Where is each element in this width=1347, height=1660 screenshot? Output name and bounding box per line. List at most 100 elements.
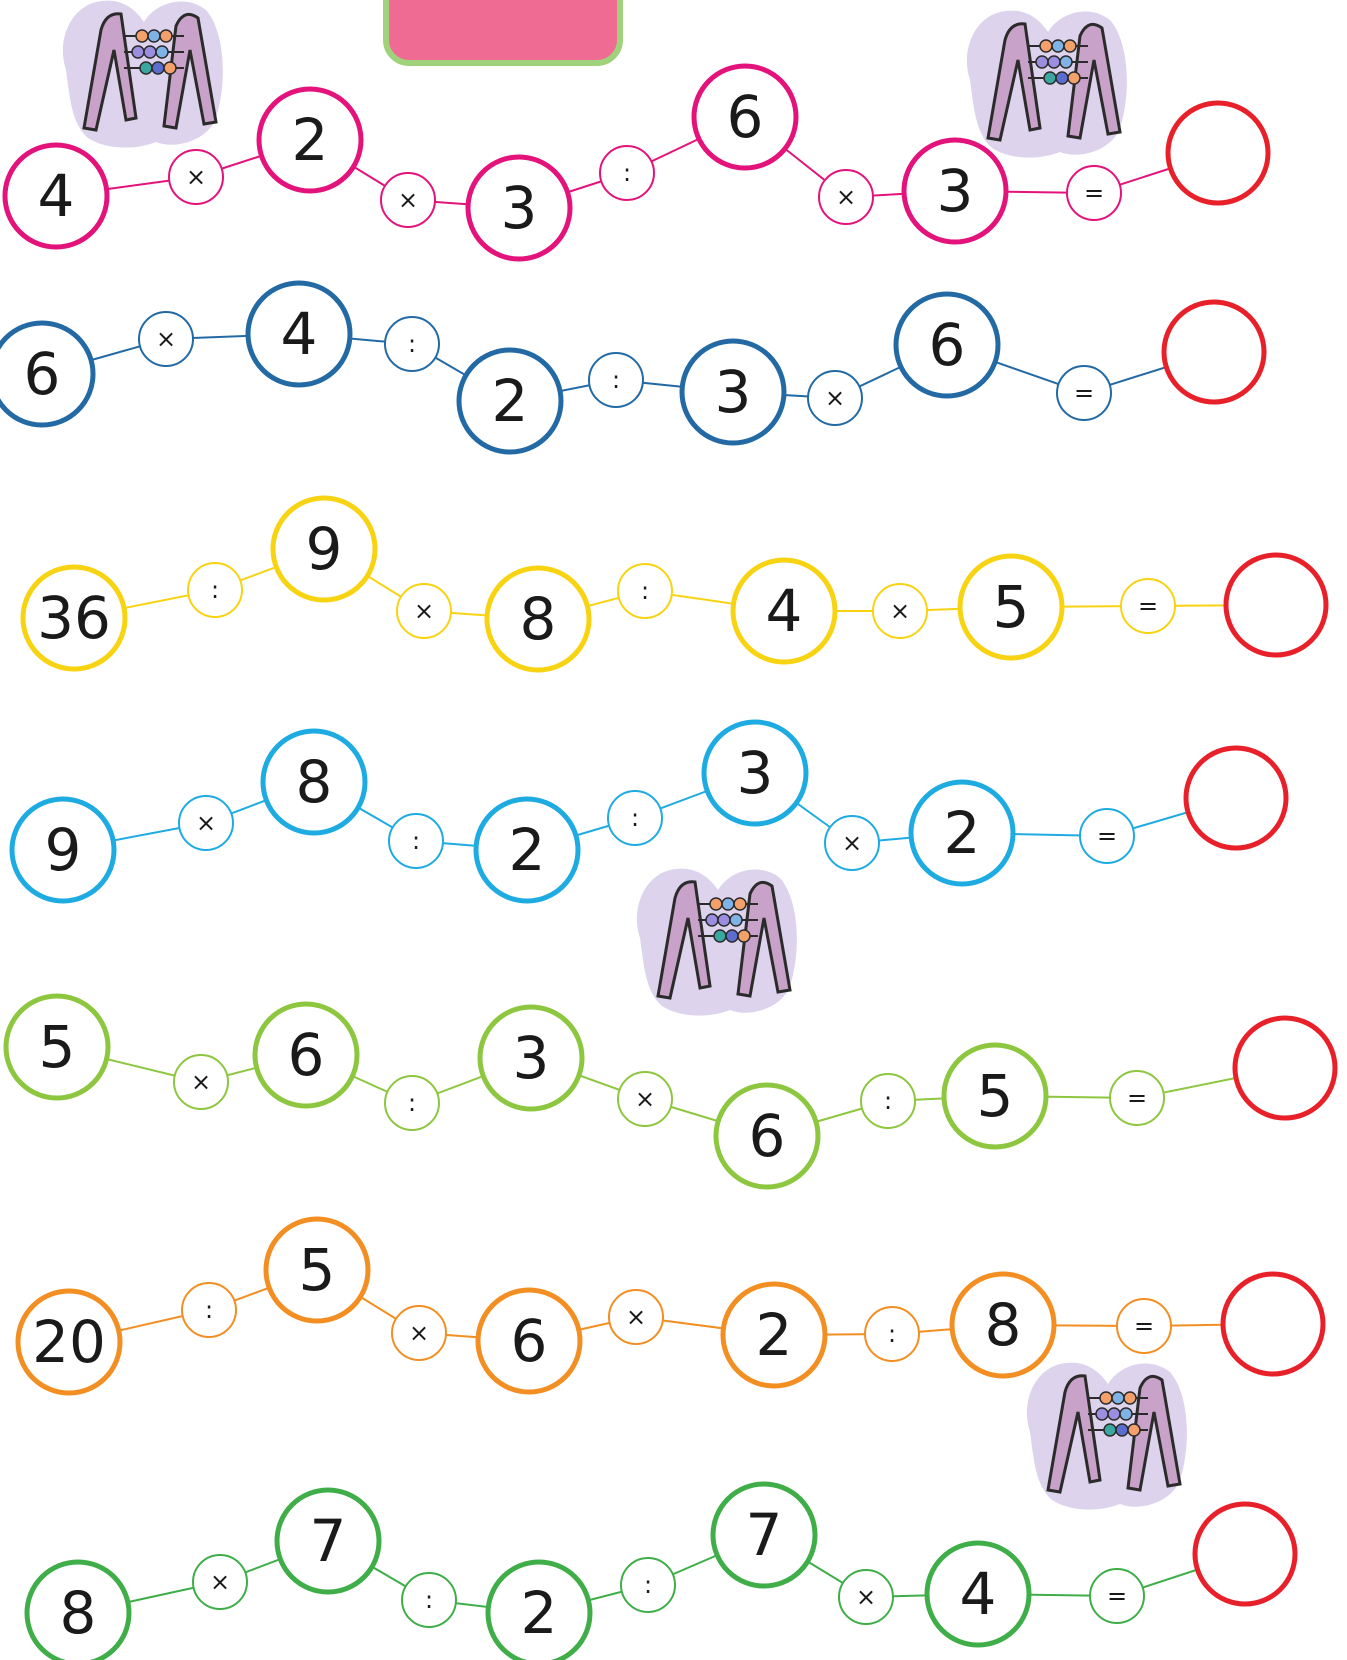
operator-symbol: =	[1107, 1582, 1127, 1610]
operator-bubble: ×	[609, 1290, 663, 1344]
number-bubble: 3	[704, 722, 806, 824]
answer-circle[interactable]	[1186, 748, 1286, 848]
operator-bubble: ×	[139, 312, 193, 366]
number-bubble: 20	[18, 1291, 120, 1393]
number-bubble: 3	[480, 1007, 582, 1109]
answer-circle[interactable]	[1164, 302, 1264, 402]
operator-bubble: :	[621, 1558, 675, 1612]
number-bubble: 2	[723, 1284, 825, 1386]
number-value: 8	[985, 1291, 1022, 1359]
operator-symbol: :	[884, 1087, 892, 1115]
operator-bubble: =	[1117, 1299, 1171, 1353]
operator-symbol: ×	[635, 1085, 655, 1113]
operator-symbol: :	[408, 1089, 416, 1117]
answer-circle[interactable]	[1226, 555, 1326, 655]
operator-bubble: =	[1067, 166, 1121, 220]
operator-symbol: =	[1127, 1084, 1147, 1112]
number-bubble: 4	[5, 145, 107, 247]
number-value: 20	[32, 1308, 106, 1376]
operator-symbol: :	[408, 330, 416, 358]
operator-bubble: ×	[381, 173, 435, 227]
abacus-clipart	[1027, 1363, 1187, 1510]
number-value: 8	[296, 748, 333, 816]
operator-bubble: =	[1057, 366, 1111, 420]
operator-symbol: ×	[842, 829, 862, 857]
number-bubble: 9	[273, 498, 375, 600]
operator-symbol: ×	[210, 1568, 230, 1596]
number-bubble: 6	[896, 294, 998, 396]
answer-circle[interactable]	[1235, 1018, 1335, 1118]
number-bubble: 36	[23, 567, 125, 669]
answer-circle[interactable]	[1195, 1504, 1295, 1604]
operator-symbol: ×	[409, 1319, 429, 1347]
operator-symbol: ×	[626, 1303, 646, 1331]
operator-bubble: :	[402, 1573, 456, 1627]
operator-bubble: ×	[819, 170, 873, 224]
number-bubble: 2	[488, 1562, 590, 1660]
number-value: 4	[960, 1560, 997, 1628]
operator-symbol: ×	[414, 597, 434, 625]
operator-symbol: :	[644, 1571, 652, 1599]
operator-bubble: ×	[174, 1055, 228, 1109]
number-value: 2	[509, 816, 546, 884]
operator-symbol: ×	[856, 1583, 876, 1611]
operator-bubble: :	[608, 791, 662, 845]
operator-bubble: ×	[193, 1555, 247, 1609]
operator-symbol: =	[1074, 379, 1094, 407]
equation-row: 9×8:2:3×2=	[12, 722, 1286, 901]
operator-bubble: ×	[618, 1072, 672, 1126]
number-bubble: 7	[713, 1484, 815, 1586]
number-value: 5	[299, 1236, 336, 1304]
number-value: 3	[737, 739, 774, 807]
operator-symbol: =	[1138, 592, 1158, 620]
number-bubble: 2	[259, 89, 361, 191]
number-value: 4	[281, 300, 318, 368]
number-bubble: 5	[6, 996, 108, 1098]
operator-symbol: :	[211, 576, 219, 604]
answer-circle[interactable]	[1223, 1274, 1323, 1374]
operator-symbol: ×	[196, 809, 216, 837]
operator-symbol: :	[888, 1320, 896, 1348]
answer-circle[interactable]	[1168, 103, 1268, 203]
number-value: 2	[944, 799, 981, 867]
operator-symbol: :	[412, 827, 420, 855]
number-bubble: 4	[927, 1543, 1029, 1645]
operator-bubble: ×	[392, 1306, 446, 1360]
number-bubble: 6	[478, 1290, 580, 1392]
number-bubble: 8	[952, 1274, 1054, 1376]
number-bubble: 5	[960, 556, 1062, 658]
number-value: 6	[727, 83, 764, 151]
operator-symbol: ×	[186, 163, 206, 191]
number-value: 7	[746, 1501, 783, 1569]
number-bubble: 8	[263, 731, 365, 833]
number-value: 9	[45, 816, 82, 884]
number-bubble: 2	[459, 350, 561, 452]
operator-bubble: =	[1121, 579, 1175, 633]
number-bubble: 4	[248, 283, 350, 385]
operator-bubble: :	[589, 353, 643, 407]
number-value: 8	[520, 585, 557, 653]
abacus-clipart	[967, 11, 1127, 158]
operator-bubble: ×	[808, 371, 862, 425]
number-value: 9	[306, 515, 343, 583]
operator-bubble: :	[618, 564, 672, 618]
abacus-clipart	[63, 1, 223, 148]
operator-bubble: ×	[169, 150, 223, 204]
number-value: 6	[929, 311, 966, 379]
number-bubble: 6	[255, 1004, 357, 1106]
number-value: 6	[24, 340, 61, 408]
number-value: 2	[292, 106, 329, 174]
operator-symbol: :	[205, 1296, 213, 1324]
equation-row: 36:9×8:4×5=	[23, 498, 1326, 670]
number-value: 3	[501, 174, 538, 242]
number-value: 2	[492, 367, 529, 435]
number-value: 7	[310, 1507, 347, 1575]
operator-bubble: :	[385, 1076, 439, 1130]
operator-bubble: :	[188, 563, 242, 617]
operator-bubble: =	[1110, 1071, 1164, 1125]
operator-symbol: ×	[156, 325, 176, 353]
number-value: 4	[38, 162, 75, 230]
number-bubble: 4	[733, 560, 835, 662]
number-value: 6	[511, 1307, 548, 1375]
